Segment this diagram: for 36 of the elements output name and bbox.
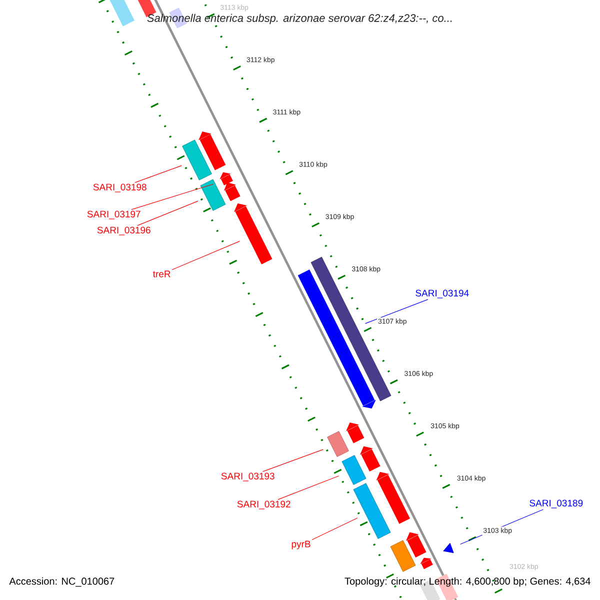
leader-line: [278, 476, 340, 500]
gene-block: [346, 422, 364, 444]
gene-block: [220, 172, 233, 186]
gene-triangle: [443, 542, 454, 554]
leader-line: [131, 184, 214, 210]
gene-bar: [327, 431, 349, 457]
gene-label: SARI_03194: [416, 290, 469, 298]
gene-bar: [353, 483, 391, 539]
leader-line: [312, 518, 358, 540]
leader-line: [137, 200, 198, 226]
leader-line: [364, 299, 428, 324]
gene-bar: [342, 455, 366, 485]
gene-bar: [200, 179, 226, 211]
gene-block: [198, 132, 226, 170]
leader-line: [172, 240, 240, 270]
leader-line: [262, 449, 324, 472]
gene-block: [376, 472, 410, 524]
title: Salmonella enterica subsp. arizonae serovar 62:z4,z23:--, co...: [147, 14, 452, 24]
gene-label: treR: [153, 270, 170, 278]
gene-bar: [390, 540, 416, 572]
gene-label: SARI_03197: [87, 210, 140, 220]
gene-label: SARI_03196: [97, 226, 150, 236]
gene-block: [360, 446, 380, 472]
gene-bar: [182, 140, 212, 180]
gene-block: [234, 203, 272, 264]
gene-block: [406, 532, 426, 558]
gene-block: [420, 558, 433, 570]
gene-bar: [310, 256, 392, 402]
footer-text: Topology: circular; Length: 4,600,800 bp; Genes: 4,634: [344, 577, 590, 587]
gene-label: pyrB: [292, 540, 310, 550]
footer-text: Accession: NC_010067: [9, 577, 114, 587]
gene-label: SARI_03189: [530, 500, 583, 508]
gene-label: SARI_03192: [237, 500, 290, 510]
leader-line: [134, 165, 182, 183]
gene-label: SARI_03198: [93, 184, 146, 192]
gene-label: SARI_03193: [221, 472, 274, 482]
